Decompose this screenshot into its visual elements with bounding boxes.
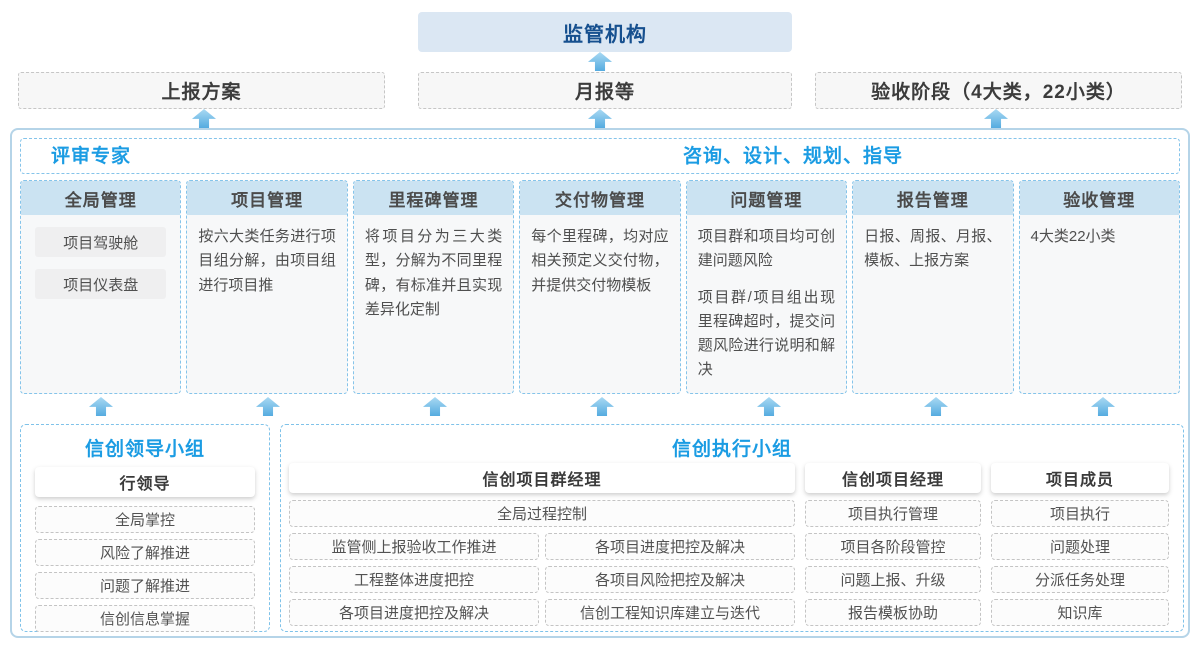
pgm-duty-item: 各项目风险把控及解决 — [545, 566, 795, 593]
issue-paragraph: 项目群/项目组出现里程碑超时，提交问题风险进行说明和解决 — [697, 288, 836, 379]
member-duty-item: 分派任务处理 — [991, 566, 1169, 593]
output-box-acceptance-stage: 验收阶段（4大类，22小类） — [815, 72, 1182, 109]
up-arrow-icon — [1091, 397, 1115, 416]
regulator-box: 监管机构 — [418, 12, 792, 52]
program-manager-column: 信创项目群经理 全局过程控制 监管侧上报验收工作推进 各项目进度把控及解决 工程… — [289, 463, 795, 626]
pgm-duty-item: 信创工程知识库建立与迭代 — [545, 599, 795, 626]
pgm-duty-item: 工程整体进度把控 — [289, 566, 539, 593]
member-duty-item: 问题处理 — [991, 533, 1169, 560]
output-label: 月报等 — [574, 82, 635, 103]
output-label: 上报方案 — [161, 82, 242, 103]
column-description: 每个里程碑，均对应相关预定义交付物，并提供交付物模板 — [531, 228, 669, 294]
column-title: 问题管理 — [686, 181, 847, 215]
column-title: 里程碑管理 — [353, 181, 514, 215]
issue-paragraph: 项目群和项目均可创建问题风险 — [697, 228, 836, 270]
leader-group-body: 行领导 全局掌控 风险了解推进 问题了解推进 信创信息掌握 — [21, 461, 269, 632]
column-report-management: 报告管理 日报、周报、月报、模板、上报方案 — [852, 180, 1014, 394]
up-arrow-icon — [89, 397, 113, 416]
column-title: 报告管理 — [853, 181, 1013, 215]
member-duty-item: 项目执行 — [991, 500, 1169, 527]
output-box-report-plan: 上报方案 — [18, 72, 385, 109]
expert-label: 评审专家 — [51, 146, 132, 167]
executor-group-body: 信创项目群经理 全局过程控制 监管侧上报验收工作推进 各项目进度把控及解决 工程… — [289, 463, 1169, 626]
column-description: 将项目分为三大类型，分解为不同里程碑，有标准并且实现差异化定制 — [364, 228, 503, 318]
executor-group: 信创执行小组 信创项目群经理 全局过程控制 监管侧上报验收工作推进 各项目进度把… — [280, 424, 1184, 632]
column-title: 交付物管理 — [520, 181, 680, 215]
project-manager-column: 信创项目经理 项目执行管理 项目各阶段管控 问题上报、升级 报告模板协助 — [805, 463, 981, 626]
column-title: 验收管理 — [1019, 181, 1179, 215]
up-arrow-icon — [590, 397, 614, 416]
up-arrow-icon — [423, 397, 447, 416]
role-project-member: 项目成员 — [991, 463, 1169, 493]
column-global-management: 全局管理 项目驾驶舱 项目仪表盘 — [20, 180, 182, 394]
column-issue-management: 问题管理 项目群和项目均可创建问题风险 项目群/项目组出现里程碑超时，提交问题风… — [685, 180, 848, 394]
consult-label: 咨询、设计、规划、指导 — [683, 146, 904, 167]
member-duty-item: 知识库 — [991, 599, 1169, 626]
output-label: 验收阶段（4大类，22小类） — [871, 82, 1126, 103]
leader-duty-item: 全局掌控 — [35, 506, 255, 533]
pm-duty-item: 项目各阶段管控 — [805, 533, 981, 560]
leader-duty-item: 问题了解推进 — [35, 572, 255, 599]
column-acceptance-management: 验收管理 4大类22小类 — [1018, 180, 1180, 394]
executor-group-title: 信创执行小组 — [671, 439, 792, 460]
leader-duty-item: 信创信息掌握 — [35, 605, 255, 632]
role-bank-leader: 行领导 — [35, 467, 255, 497]
column-description: 项目群和项目均可创建问题风险 项目群/项目组出现里程碑超时，提交问题风险进行说明… — [687, 215, 846, 393]
regulator-label: 监管机构 — [563, 23, 647, 46]
up-arrow-icon — [256, 397, 280, 416]
column-title: 全局管理 — [21, 181, 181, 215]
member-duty-list: 项目执行 问题处理 分派任务处理 知识库 — [991, 500, 1169, 626]
pgm-duty-item: 全局过程控制 — [289, 500, 795, 527]
pm-duty-item: 报告模板协助 — [805, 599, 981, 626]
pgm-duty-item: 各项目进度把控及解决 — [289, 599, 539, 626]
pgm-duty-item: 监管侧上报验收工作推进 — [289, 533, 539, 560]
up-arrow-icon — [757, 397, 781, 416]
leader-group-title: 信创领导小组 — [84, 439, 205, 460]
module-columns: 全局管理 项目驾驶舱 项目仪表盘 项目管理 按六大类任务进行项目组分解，由项目组… — [20, 180, 1180, 394]
chip-project-cockpit: 项目驾驶舱 — [35, 227, 167, 257]
role-project-manager: 信创项目经理 — [805, 463, 981, 493]
column-deliverable-management: 交付物管理 每个里程碑，均对应相关预定义交付物，并提供交付物模板 — [519, 180, 681, 394]
column-description: 按六大类任务进行项目组分解，由项目组进行项目推 — [198, 228, 336, 294]
pm-duty-list: 项目执行管理 项目各阶段管控 问题上报、升级 报告模板协助 — [805, 500, 981, 626]
pgm-duty-item: 各项目进度把控及解决 — [545, 533, 795, 560]
up-arrow-icon — [984, 109, 1008, 128]
up-arrow-icon — [924, 397, 948, 416]
column-title: 项目管理 — [187, 181, 347, 215]
up-arrow-icon — [588, 52, 612, 71]
leader-duty-item: 风险了解推进 — [35, 539, 255, 566]
column-milestone-management: 里程碑管理 将项目分为三大类型，分解为不同里程碑，有标准并且实现差异化定制 — [352, 180, 515, 394]
expert-consult-band: 评审专家 咨询、设计、规划、指导 — [20, 138, 1180, 174]
column-project-management: 项目管理 按六大类任务进行项目组分解，由项目组进行项目推 — [186, 180, 348, 394]
pm-duty-item: 问题上报、升级 — [805, 566, 981, 593]
pm-duty-item: 项目执行管理 — [805, 500, 981, 527]
up-arrow-icon — [588, 109, 612, 128]
column-description: 日报、周报、月报、模板、上报方案 — [864, 228, 1002, 270]
project-member-column: 项目成员 项目执行 问题处理 分派任务处理 知识库 — [991, 463, 1169, 626]
chip-project-dashboard: 项目仪表盘 — [35, 269, 167, 299]
platform-panel: 评审专家 咨询、设计、规划、指导 全局管理 项目驾驶舱 项目仪表盘 项目管理 按… — [10, 128, 1190, 638]
pgm-duty-grid: 监管侧上报验收工作推进 各项目进度把控及解决 工程整体进度把控 各项目风险把控及… — [289, 533, 795, 626]
up-arrow-icon — [192, 109, 216, 128]
leader-group: 信创领导小组 行领导 全局掌控 风险了解推进 问题了解推进 信创信息掌握 — [20, 424, 270, 632]
role-program-manager: 信创项目群经理 — [289, 463, 795, 493]
column-description: 4大类22小类 — [1030, 228, 1116, 245]
output-box-monthly-report: 月报等 — [418, 72, 792, 109]
